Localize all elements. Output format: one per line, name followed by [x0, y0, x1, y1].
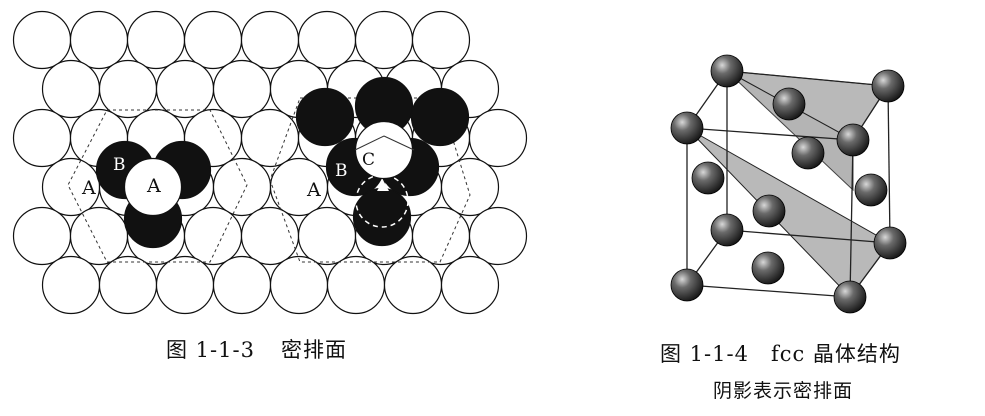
a-layer-atom-highlight: [123, 157, 183, 217]
a-layer-atom: [12, 206, 72, 266]
figure-title-right: fcc 晶体结构: [770, 342, 901, 366]
label-b-left: B: [113, 155, 126, 175]
a-layer-atom: [354, 10, 414, 70]
fcc-atom: [873, 226, 907, 260]
label-b-right: B: [335, 161, 348, 181]
a-layer-atom: [240, 10, 300, 70]
fcc-atom: [833, 280, 867, 314]
figure-number-right: 图 1-1-4: [660, 342, 749, 366]
a-layer-atom: [126, 10, 186, 70]
fcc-atom: [791, 136, 825, 170]
fcc-atom: [751, 251, 785, 285]
a-layer-atom: [468, 206, 528, 266]
fcc-atoms: [670, 54, 907, 314]
a-layer-atom: [98, 255, 158, 315]
c-site-line-right: [383, 135, 415, 151]
a-layer-atom: [69, 10, 129, 70]
figure-caption-left: 图 1-1-3 密排面: [166, 334, 347, 364]
a-layer-atom: [240, 108, 300, 168]
figure-caption-right: 图 1-1-4 fcc 晶体结构: [660, 338, 901, 368]
a-layer-atom: [297, 206, 357, 266]
figure-number-left: 图 1-1-3: [166, 338, 255, 362]
a-layer-atom: [69, 206, 129, 266]
label-a-left: A: [81, 177, 96, 199]
fcc-atom: [670, 268, 704, 302]
a-layer-atom: [212, 157, 272, 217]
fcc-atom: [752, 194, 786, 228]
a-layer-atom: [12, 108, 72, 168]
a-layer-atom: [41, 255, 101, 315]
fcc-atom: [836, 123, 870, 157]
figure-subtitle-right: 阴影表示密排面: [713, 380, 854, 402]
hexagon-outline-left: [67, 109, 248, 263]
b-layer-atom: [410, 87, 470, 147]
a-layer-atom: [383, 255, 443, 315]
a-layer-atom: [326, 255, 386, 315]
label-a-right: A: [306, 179, 321, 201]
a-layer-atom: [12, 10, 72, 70]
a-layer-atom: [155, 255, 215, 315]
fcc-unit-cell-diagram: [670, 54, 907, 314]
a-layer-atom: [440, 255, 500, 315]
label-a-center: A: [146, 175, 161, 197]
hidden-site-circle: [355, 174, 409, 228]
a-layer-atom: [269, 255, 329, 315]
b-layer-atom: [295, 87, 355, 147]
triangle-marker-icon: [377, 180, 389, 191]
c-site-line-left: [354, 135, 385, 151]
a-layer-atom: [240, 206, 300, 266]
label-c-right: C: [362, 150, 375, 170]
a-layer-atom: [411, 10, 471, 70]
fcc-atom: [710, 54, 744, 88]
a-layer-atom: [440, 157, 500, 217]
a-layer-atom: [297, 10, 357, 70]
fcc-atom: [772, 87, 806, 121]
fcc-atom: [854, 173, 888, 207]
fcc-atom: [670, 111, 704, 145]
fcc-atom: [871, 69, 905, 103]
a-layer-atom: [183, 10, 243, 70]
dark-atom-layer: [95, 76, 470, 249]
close-packed-plane-diagram: [12, 10, 528, 315]
a-layer-atom: [98, 59, 158, 119]
a-layer-atom: [155, 59, 215, 119]
figure-title-left: 密排面: [280, 338, 347, 362]
a-layer-atom: [468, 108, 528, 168]
fcc-atom: [691, 161, 725, 195]
a-layer-atom: [212, 255, 272, 315]
a-layer-atom: [212, 59, 272, 119]
a-layer-atom: [41, 59, 101, 119]
fcc-atom: [710, 213, 744, 247]
